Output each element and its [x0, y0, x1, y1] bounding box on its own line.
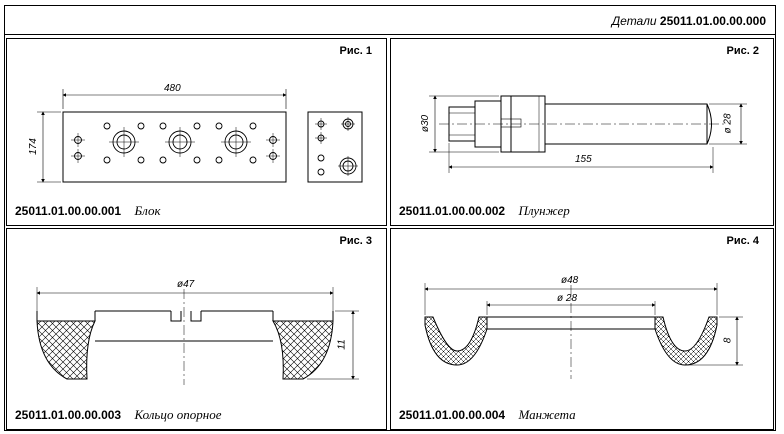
- panel-cuff: ø48 ø 28 8 Рис. 4 25011.01.00.00.004 Ман…: [390, 228, 774, 430]
- sheet-header: Детали 25011.01.00.00.000: [4, 5, 776, 35]
- cuff-inner-dia-dim: ø 28: [557, 293, 578, 304]
- part-name: Блок: [134, 203, 161, 218]
- part-caption: 25011.01.00.00.002 Плунжер: [399, 203, 570, 219]
- panel-block: 480 174 Рис. 1 25011.01.00.00.001 Блок: [6, 38, 387, 226]
- part-code: 25011.01.00.00.002: [399, 204, 506, 218]
- ring-height-dim: 11: [336, 339, 348, 350]
- panel-plunger: ø30 ø 28 155 Рис. 2 25011.01.00.00.002 П…: [390, 38, 774, 226]
- part-caption: 25011.01.00.00.004 Манжета: [399, 407, 576, 423]
- drawing-sheet: [4, 5, 776, 431]
- figure-label: Рис. 4: [726, 235, 759, 247]
- plunger-length-dim: 155: [575, 154, 592, 165]
- cuff-height-dim: 8: [722, 337, 734, 344]
- block-height-dim: 174: [27, 138, 39, 155]
- sheet-code: 25011.01.00.00.000: [659, 14, 766, 28]
- figure-label: Рис. 1: [339, 45, 372, 57]
- part-caption: 25011.01.00.00.001 Блок: [15, 203, 161, 219]
- block-length-dim: 480: [164, 83, 181, 94]
- part-code: 25011.01.00.00.004: [399, 408, 506, 422]
- panel-support-ring: ø47 11 Рис. 3 25011.01.00.00.003 Кольцо …: [6, 228, 387, 430]
- sheet-title: Детали 25011.01.00.00.000: [612, 14, 766, 28]
- figure-label: Рис. 2: [726, 45, 759, 57]
- cuff-outer-dia-dim: ø48: [561, 275, 579, 286]
- plunger-drawing: [429, 95, 747, 173]
- part-caption: 25011.01.00.00.003 Кольцо опорное: [15, 407, 221, 423]
- part-code: 25011.01.00.00.003: [15, 408, 122, 422]
- plunger-dia-b-dim: ø 28: [722, 113, 734, 134]
- ring-dia-dim: ø47: [177, 279, 195, 290]
- sheet-series: Детали: [611, 14, 657, 28]
- block-drawing: [37, 89, 363, 183]
- figure-label: Рис. 3: [339, 235, 372, 247]
- cuff-drawing: [424, 283, 743, 379]
- support-ring-drawing: [36, 287, 359, 385]
- part-code: 25011.01.00.00.001: [15, 204, 122, 218]
- part-name: Манжета: [518, 407, 576, 422]
- part-name: Плунжер: [518, 203, 570, 218]
- plunger-dia-a-dim: ø30: [420, 114, 432, 133]
- part-name: Кольцо опорное: [134, 407, 222, 422]
